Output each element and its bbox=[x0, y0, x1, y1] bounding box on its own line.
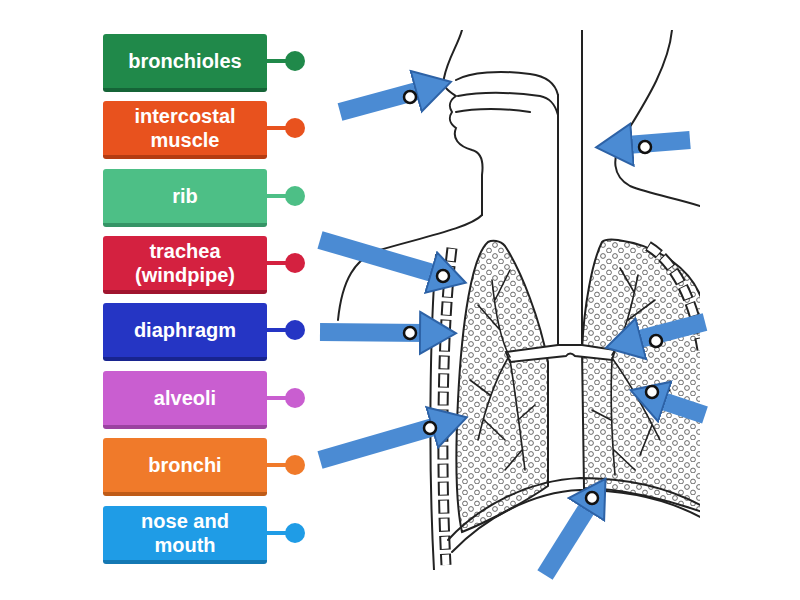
drop-spot bbox=[404, 91, 416, 103]
pointer-arrow bbox=[320, 426, 437, 460]
connector-stem bbox=[267, 531, 287, 535]
drop-spot bbox=[586, 492, 598, 504]
label-text: diaphragm bbox=[134, 318, 236, 342]
label-tile: alveoli bbox=[103, 371, 267, 429]
connector-dot bbox=[285, 388, 305, 408]
connector-stem bbox=[267, 396, 287, 400]
label-tile: bronchioles bbox=[103, 34, 267, 92]
label-tile: rib bbox=[103, 169, 267, 227]
drop-spot bbox=[646, 386, 658, 398]
connector-stem bbox=[267, 463, 287, 467]
connector-stem bbox=[267, 261, 287, 265]
head-back-outline bbox=[615, 30, 700, 206]
label-tile: trachea (windpipe) bbox=[103, 236, 267, 294]
label-text: bronchi bbox=[148, 453, 221, 477]
drop-spot bbox=[650, 335, 662, 347]
connector-stem bbox=[267, 59, 287, 63]
rib-column bbox=[443, 248, 452, 565]
drop-spot bbox=[404, 327, 416, 339]
left-lung bbox=[456, 241, 548, 532]
pointer-arrow bbox=[340, 90, 421, 112]
label-tile: bronchi bbox=[103, 438, 267, 496]
bronchus bbox=[506, 345, 615, 362]
bronchiole-branch bbox=[470, 270, 535, 470]
connector-dot bbox=[285, 51, 305, 71]
connector-dot bbox=[285, 118, 305, 138]
pointer-arrow bbox=[660, 400, 705, 415]
bronchiole-branch bbox=[592, 268, 670, 475]
palate bbox=[458, 93, 558, 115]
trachea-wall bbox=[581, 30, 583, 345]
right-lung bbox=[582, 240, 700, 512]
label-text: rib bbox=[172, 184, 198, 208]
connector-dot bbox=[285, 455, 305, 475]
pointer-arrow bbox=[627, 140, 690, 145]
label-text: intercostal muscle bbox=[119, 104, 251, 152]
body-wall bbox=[430, 255, 436, 570]
connector-dot bbox=[285, 523, 305, 543]
face-outline bbox=[444, 30, 483, 215]
drop-spot bbox=[437, 270, 449, 282]
connector-stem bbox=[267, 126, 287, 130]
trachea-wall bbox=[557, 95, 559, 345]
connector-dot bbox=[285, 186, 305, 206]
pointer-arrow bbox=[545, 505, 589, 575]
connector-dot bbox=[285, 320, 305, 340]
label-tile: diaphragm bbox=[103, 303, 267, 361]
connector-stem bbox=[267, 194, 287, 198]
label-tile: nose and mouth bbox=[103, 506, 267, 564]
connector-stem bbox=[267, 328, 287, 332]
label-text: nose and mouth bbox=[119, 509, 251, 557]
rib-column bbox=[443, 248, 452, 565]
drop-spot bbox=[639, 141, 651, 153]
pointer-arrow bbox=[320, 240, 436, 274]
label-text: bronchioles bbox=[128, 49, 241, 73]
label-text: alveoli bbox=[154, 386, 216, 410]
connector-dot bbox=[285, 253, 305, 273]
drop-spot bbox=[424, 422, 436, 434]
mouth bbox=[456, 109, 530, 112]
nasal-cavity bbox=[456, 72, 558, 95]
pointer-arrow bbox=[636, 322, 705, 340]
label-tile: intercostal muscle bbox=[103, 101, 267, 159]
label-text: trachea (windpipe) bbox=[119, 239, 251, 287]
